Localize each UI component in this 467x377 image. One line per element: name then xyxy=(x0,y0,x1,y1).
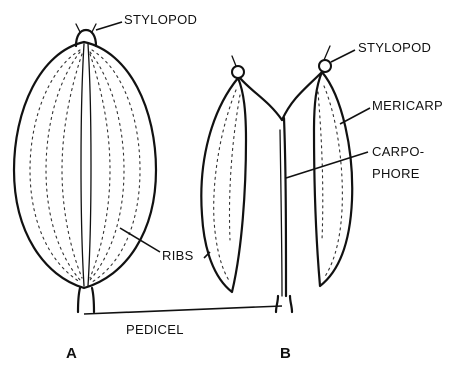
leader-ribs-a xyxy=(120,228,160,252)
fruit-a-outline xyxy=(14,42,156,288)
stylopod-left xyxy=(232,66,244,78)
fruit-a-ribs xyxy=(30,50,140,282)
label-ribs: RIBS xyxy=(162,248,194,263)
stylopod-right xyxy=(319,60,331,72)
fruit-b-pedicel xyxy=(276,296,292,312)
label-panel-a: A xyxy=(66,345,77,362)
mericarp-left xyxy=(201,78,246,292)
label-carpophore-1: CARPO- xyxy=(372,144,424,159)
leader-stylopod-a xyxy=(96,22,122,30)
fruit-a-commissure-2 xyxy=(88,44,91,286)
fruit-b xyxy=(201,46,352,312)
label-carpophore-2: PHORE xyxy=(372,166,420,181)
fruit-a xyxy=(14,24,156,312)
leader-pedicel xyxy=(84,306,282,314)
leader-stylopod-b xyxy=(331,50,355,62)
label-panel-b: B xyxy=(280,345,291,362)
label-pedicel: PEDICEL xyxy=(126,322,184,337)
fruit-a-commissure xyxy=(81,44,84,286)
label-stylopod-a: STYLOPOD xyxy=(124,12,197,27)
leader-mericarp xyxy=(340,108,370,124)
label-mericarp: MERICARP xyxy=(372,98,443,113)
label-stylopod-b: STYLOPOD xyxy=(358,40,431,55)
mericarp-right xyxy=(314,72,352,286)
fruit-a-pedicel xyxy=(78,288,94,312)
leader-carpophore xyxy=(286,152,368,178)
carpophore xyxy=(240,72,322,296)
